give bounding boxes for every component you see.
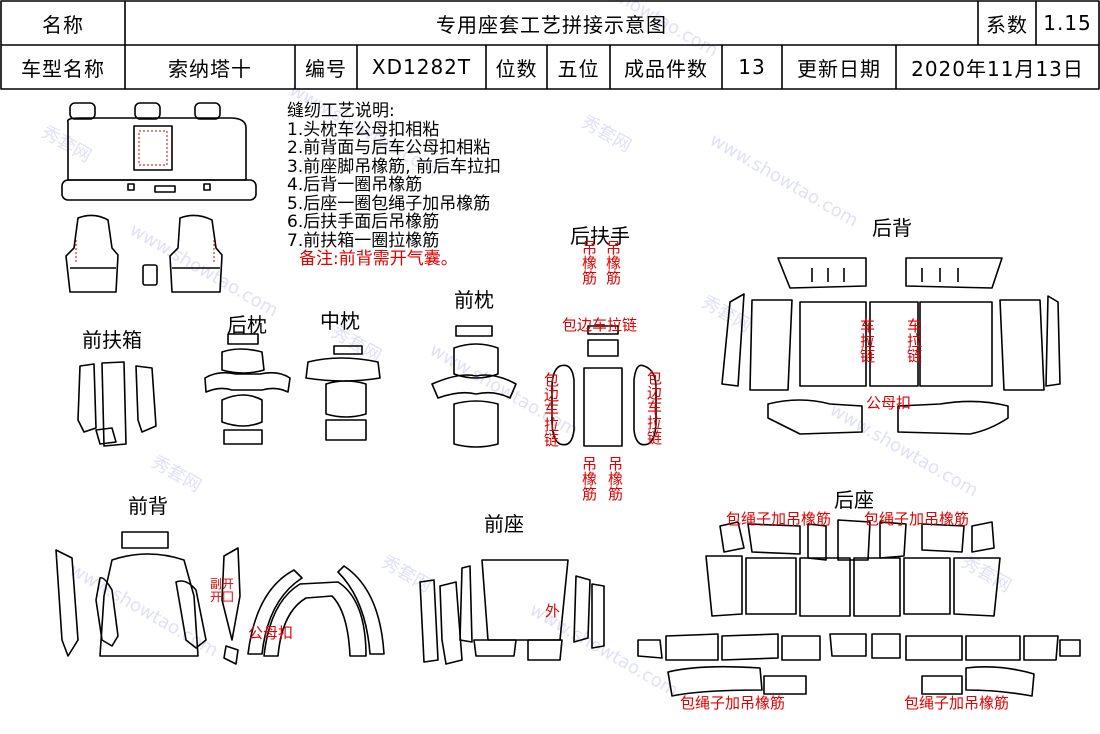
notes-item: 7.前扶箱一圈拉橡筋 <box>287 230 440 251</box>
section-front-back: 前背 <box>128 494 168 518</box>
notes-item: 2.前背面与后车公母扣相粘 <box>287 138 491 158</box>
model-value: 索纳塔十 <box>168 56 252 81</box>
header-grid <box>0 0 1100 90</box>
front-seat-pieces <box>419 559 605 665</box>
section-mid-pillow: 中枕 <box>320 309 360 333</box>
front-pillow-pieces <box>431 325 517 448</box>
name-label: 名称 <box>42 12 84 37</box>
seats-label: 位数 <box>495 56 538 81</box>
page-title: 专用座套工艺拼接示意图 <box>436 12 667 37</box>
section-rear-back: 后背 <box>872 216 912 240</box>
section-front-armbox: 前扶箱 <box>82 328 142 352</box>
annotation-rope-elastic: 包绳子加吊橡筋 <box>680 694 786 712</box>
rear-pillow-pieces <box>204 333 291 445</box>
annotation-outer: 外 <box>545 602 561 620</box>
notes-item: 1.头枕车公母扣相粘 <box>287 119 440 140</box>
mid-pillow-pieces <box>305 345 381 441</box>
rear-back-pieces <box>721 257 1061 435</box>
seat-overview-icon <box>61 102 257 293</box>
annotation-edge-zipper: 包边车拉链 <box>562 316 638 334</box>
annotation-hang-elastic: 吊橡筋 <box>606 456 624 501</box>
date-value: 2020年11月13日 <box>911 56 1084 81</box>
annotation-hang-elastic: 吊橡筋 <box>580 240 598 285</box>
coef-label: 系数 <box>986 12 1028 37</box>
notes-heading: 缝纫工艺说明: <box>287 101 395 121</box>
code-label: 编号 <box>305 56 347 81</box>
notes-remark: 备注:前背需开气囊。 <box>299 249 458 269</box>
annotation-hang-elastic: 吊橡筋 <box>604 240 622 285</box>
seat-overview-marks <box>75 130 215 262</box>
model-label: 车型名称 <box>21 56 105 81</box>
annotation-hang-elastic: 吊橡筋 <box>580 456 598 501</box>
annotation-edge-zipper: 包边车拉链 <box>645 370 663 445</box>
annotation-snap: 公母扣 <box>866 394 912 412</box>
code-value: XD1282T <box>371 55 472 79</box>
front-back-pieces <box>55 531 385 665</box>
section-rear-armrest: 后扶手 <box>570 224 630 248</box>
annotation-snap: 公母扣 <box>248 624 294 642</box>
seats-value: 五位 <box>557 56 600 81</box>
rear-seat-pieces <box>637 519 1081 697</box>
notes-item: 6.后扶手面后吊橡筋 <box>287 212 440 232</box>
section-rear-seat: 后座 <box>834 488 874 512</box>
annotation-edge-zipper: 包边车拉链 <box>542 372 560 447</box>
rear-armrest-pieces <box>551 325 657 447</box>
notes-item: 5.后座一圈包绳子加吊橡筋 <box>287 193 491 214</box>
front-armbox-pieces <box>77 361 157 447</box>
section-front-pillow: 前枕 <box>454 288 494 312</box>
annotation-zipper: 车拉链 <box>905 318 923 363</box>
annotation-rope-elastic: 包绳子加吊橡筋 <box>726 510 832 528</box>
annotation-rope-elastic: 包绳子加吊橡筋 <box>904 694 1010 712</box>
pieces-value: 13 <box>738 55 766 79</box>
coef-value: 1.15 <box>1043 11 1092 35</box>
notes-item: 3.前座脚吊橡筋, 前后车拉扣 <box>287 156 502 177</box>
annotation-rope-elastic: 包绳子加吊橡筋 <box>864 510 970 528</box>
notes-item: 4.后背一圈吊橡筋 <box>287 175 423 195</box>
section-front-seat: 前座 <box>484 512 524 536</box>
date-label: 更新日期 <box>797 56 881 81</box>
annotation-zipper: 车拉链 <box>858 318 876 363</box>
section-rear-pillow: 后枕 <box>227 313 267 337</box>
pieces-label: 成品件数 <box>624 56 708 81</box>
title-block: 名称 专用座套工艺拼接示意图 系数 1.15 车型名称 索纳塔十 编号 XD12… <box>0 0 1100 90</box>
annotation-airbag: 副开开囗 <box>210 577 235 604</box>
sewing-notes: 缝纫工艺说明: 1.头枕车公母扣相粘 2.前背面与后车公母扣相粘 3.前座脚吊橡… <box>287 102 501 269</box>
